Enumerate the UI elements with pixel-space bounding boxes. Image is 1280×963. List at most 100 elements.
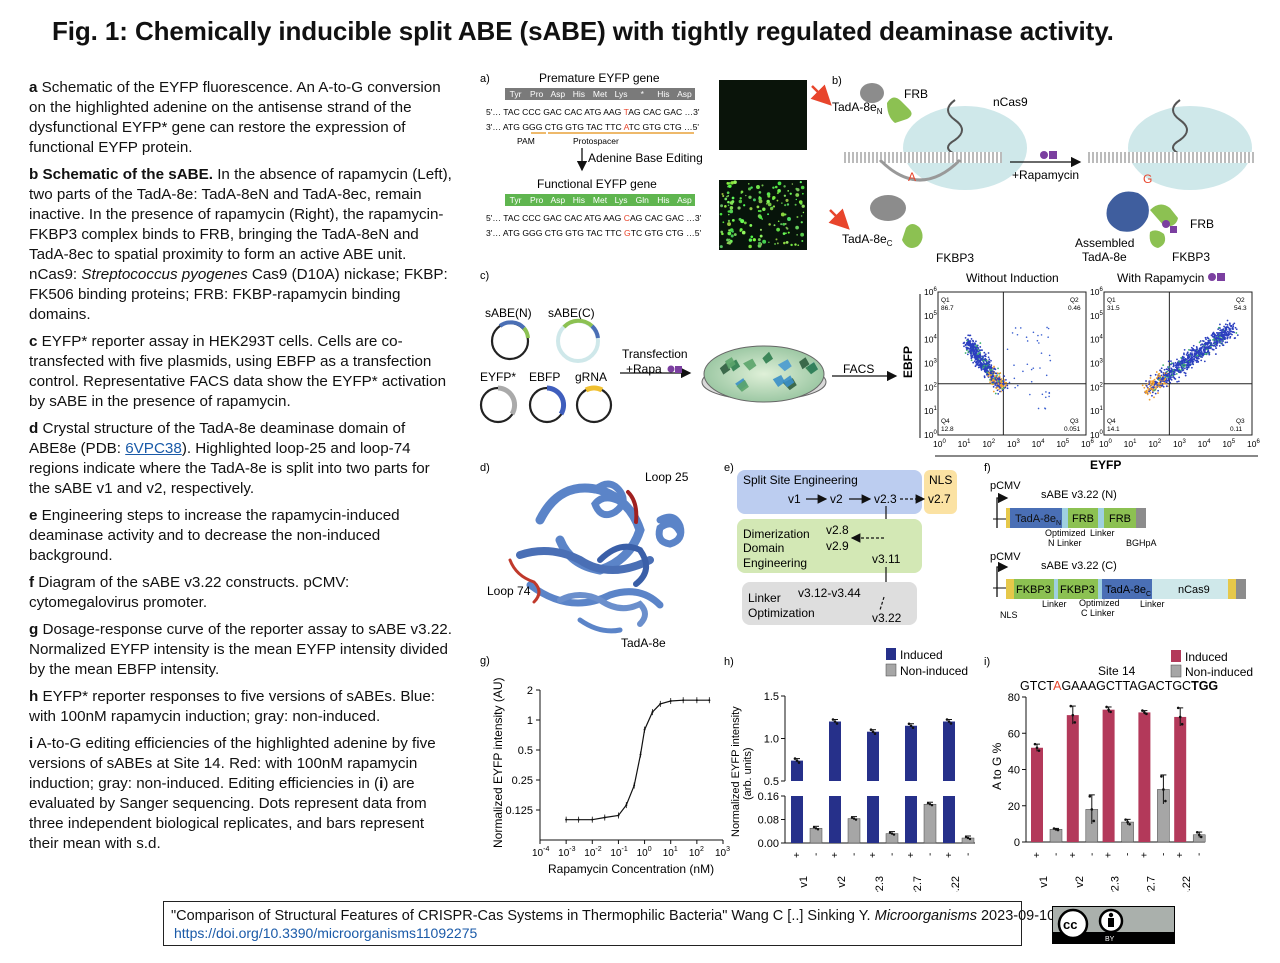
facs-event — [1190, 359, 1193, 361]
h-dot — [964, 835, 968, 839]
h-legend-noninduced: Non-induced — [900, 664, 968, 678]
facs-xtick: 105 — [1056, 439, 1069, 449]
svg-text:N Linker: N Linker — [1048, 538, 1082, 548]
facs-event — [977, 347, 980, 350]
facs-event — [981, 364, 983, 366]
facs-event — [1149, 374, 1152, 377]
plasmid-sabe-n-label: sABE(N) — [485, 306, 532, 320]
cell-dot — [780, 212, 785, 217]
facs-event — [1174, 366, 1177, 369]
h-dot — [890, 832, 894, 835]
i-dot — [1037, 749, 1041, 752]
cell — [782, 375, 795, 388]
facs-event — [1160, 367, 1163, 370]
i-y-tick-label: 60 — [1008, 728, 1020, 740]
cell-dot — [750, 186, 753, 189]
facs-event — [994, 382, 996, 385]
facs-q1-value: 86.7 — [941, 305, 954, 312]
i-dot — [1105, 705, 1108, 709]
cell-dot — [750, 235, 754, 239]
i-dot — [1033, 742, 1037, 746]
cell-dot — [759, 209, 762, 213]
facs-event — [1186, 354, 1189, 357]
i-x-category: v2.7 — [1145, 876, 1157, 892]
facs-event — [1037, 407, 1040, 410]
facs-event — [976, 344, 979, 347]
panel-e-letter: e) — [724, 462, 734, 474]
linker-label-2: Optimization — [748, 606, 815, 620]
facs-event — [972, 348, 975, 351]
v2-8: v2.8 — [826, 523, 849, 537]
facs-event — [984, 370, 987, 373]
tada-c-label: TadA-8eC — [842, 232, 893, 248]
cell-dot — [796, 234, 798, 236]
g-point — [617, 814, 620, 817]
aa-label: Asp — [677, 89, 692, 99]
facs-event — [968, 334, 971, 337]
facs-event — [1176, 380, 1179, 383]
i-dot — [1164, 799, 1167, 803]
facs-event — [1048, 391, 1051, 394]
facs-event — [999, 390, 1001, 393]
facs-event — [989, 378, 991, 381]
facs-event — [1189, 363, 1192, 366]
cell-dot — [740, 190, 744, 194]
facs-event — [1224, 341, 1227, 344]
facs-event — [1157, 373, 1160, 376]
facs-event — [969, 343, 972, 346]
aa-label: Pro — [530, 195, 544, 205]
facs-event — [1045, 391, 1047, 393]
page-title: Fig. 1: Chemically inducible split ABE (… — [52, 16, 1114, 46]
facs-event — [1222, 336, 1225, 339]
g-point — [651, 711, 654, 714]
facs-event — [1000, 385, 1003, 388]
facs-event — [981, 355, 983, 358]
frb-label-right: FRB — [1190, 217, 1214, 231]
facs-event — [1217, 328, 1220, 331]
legend-g: g Dosage-response curve of the reporter … — [29, 621, 452, 678]
facs-event — [1049, 359, 1052, 362]
h-x-sign: + — [792, 852, 803, 858]
facs-event — [1153, 396, 1155, 399]
facs-event — [1202, 352, 1205, 355]
facs-event — [1165, 368, 1168, 371]
facs-event — [990, 376, 993, 379]
facs-ytick: 104 — [924, 335, 937, 345]
i-dot — [1073, 721, 1077, 724]
facs-event — [979, 355, 981, 358]
h-dot — [949, 722, 953, 725]
citation-doi-link[interactable]: https://doi.org/10.3390/microorganisms11… — [174, 925, 478, 941]
cell-dot — [758, 238, 761, 240]
nls-box — [924, 470, 957, 514]
facs-event — [1172, 369, 1175, 371]
cell-dot — [782, 222, 786, 226]
i-x-category: v1 — [1038, 876, 1050, 888]
dimerization-label-2: Domain — [743, 541, 784, 555]
g-point — [695, 699, 698, 702]
facs-event — [1163, 374, 1165, 377]
facs-event — [977, 350, 980, 353]
i-x-sign: + — [1032, 852, 1043, 858]
i-x-sign: - — [1123, 853, 1134, 856]
h-x-sign: + — [906, 852, 917, 858]
cell-dot — [800, 215, 803, 217]
facs-event — [1195, 350, 1197, 353]
h-x-category: v2 — [836, 876, 848, 888]
facs-event — [1234, 326, 1237, 329]
facs-event — [984, 357, 987, 360]
facs-event — [1155, 385, 1158, 388]
facs-event — [1182, 365, 1185, 368]
i-dot — [1124, 818, 1127, 821]
linker-label-1: Linker — [748, 591, 781, 605]
cell-dot — [727, 231, 732, 236]
facs-event — [1226, 337, 1229, 340]
facs-event — [994, 384, 997, 386]
facs-event — [1002, 385, 1005, 388]
cell-dot — [731, 200, 735, 204]
facs-event — [1214, 353, 1217, 355]
cell-dot — [768, 223, 771, 226]
pdb-link[interactable]: 6VPC38 — [125, 440, 182, 457]
h-bar-induced — [867, 731, 879, 781]
cell-dot — [739, 197, 742, 200]
